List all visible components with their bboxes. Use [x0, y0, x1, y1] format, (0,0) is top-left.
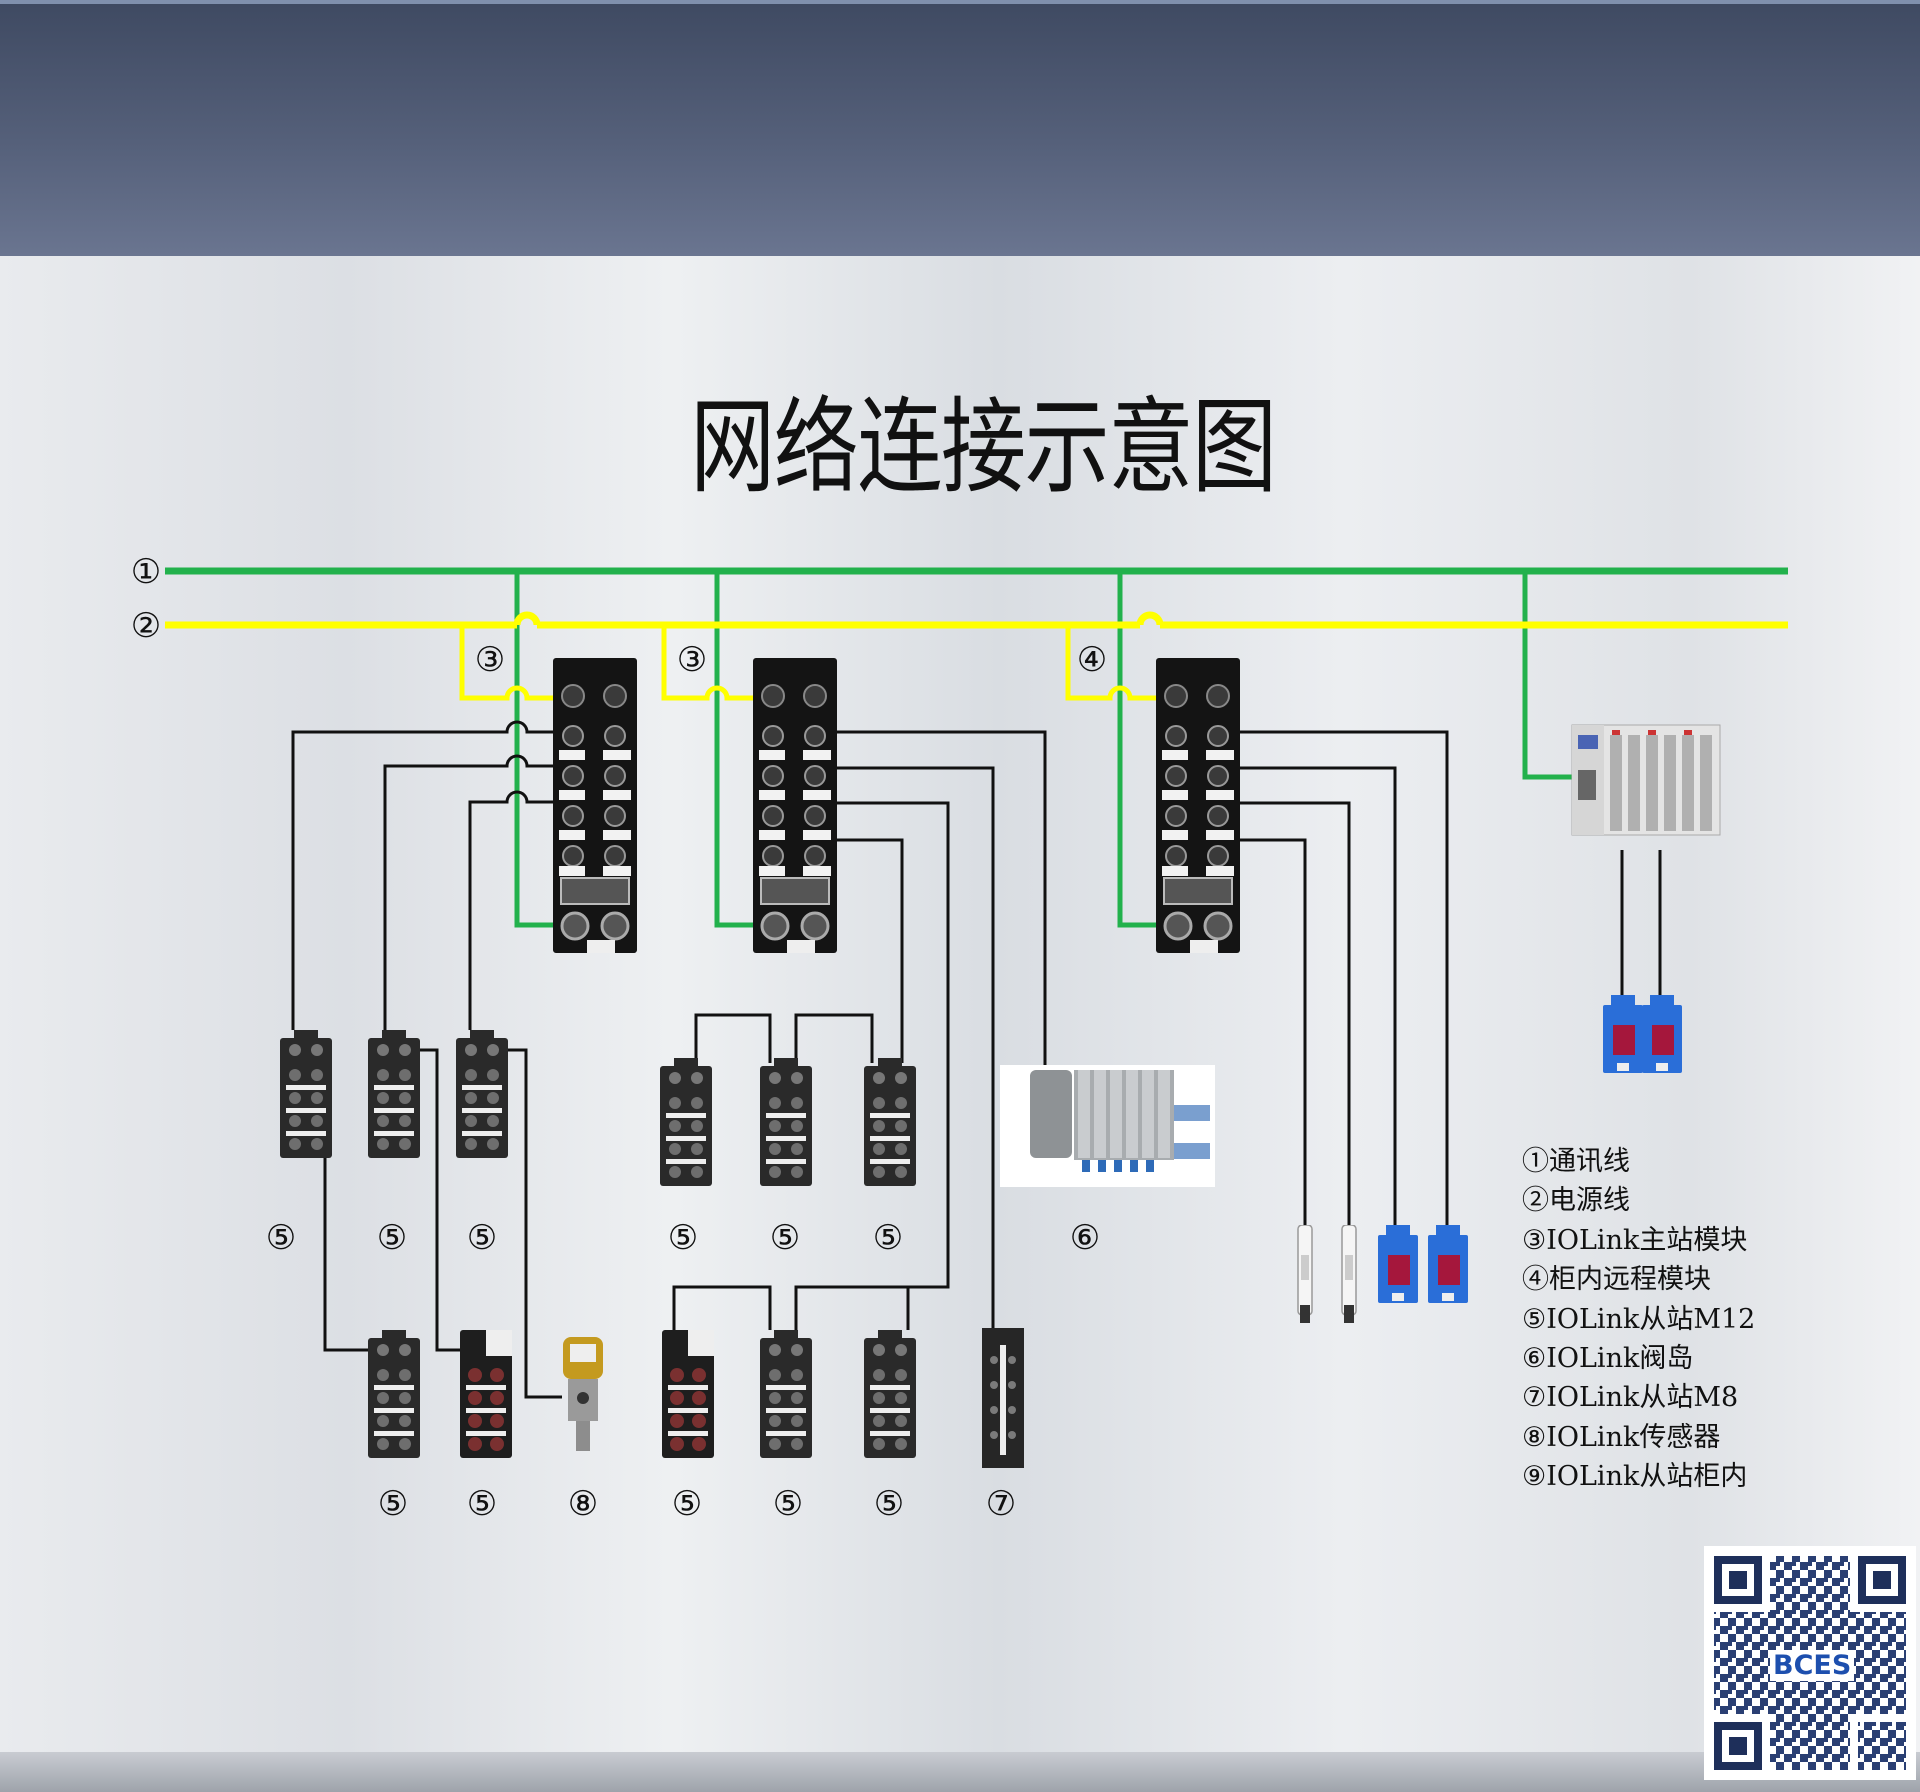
slave-m12-mid-bottom-3 [864, 1330, 916, 1458]
iolink-master-module-b [753, 658, 837, 953]
footer-strip [0, 1752, 1920, 1792]
legend-item: ⑦IOLink从站M8 [1522, 1382, 1739, 1414]
slave-m12-mid-bottom-2 [760, 1330, 812, 1458]
slave-label: ⑤ [467, 1218, 497, 1258]
sensor-label: ⑧ [568, 1484, 598, 1524]
legend-item: ④柜内远程模块 [1522, 1264, 1711, 1296]
legend-item: ③IOLink主站模块 [1522, 1224, 1748, 1256]
slave-label: ⑤ [873, 1218, 903, 1258]
slave-label: ⑤ [378, 1484, 408, 1524]
proximity-sensor-1 [1297, 1225, 1313, 1324]
slave-label: ⑤ [672, 1484, 702, 1524]
slave-m12-mid-bottom-1 [662, 1330, 714, 1458]
legend: ①通讯线 ②电源线 ③IOLink主站模块 ④柜内远程模块 ⑤IOLink从站M… [1522, 1142, 1755, 1497]
slave-label: ⑤ [874, 1484, 904, 1524]
cabinet-photo-sensor-1 [1603, 995, 1643, 1073]
slave-label: ⑤ [770, 1218, 800, 1258]
slave-m12-mid-top-3 [864, 1058, 916, 1186]
iolink-sensor-device [563, 1337, 603, 1451]
qr-code-icon: BCES [1704, 1546, 1916, 1780]
slave-label: ⑤ [773, 1484, 803, 1524]
master-b-label: ③ [677, 640, 707, 680]
slave-m12-bottom-2 [460, 1330, 512, 1458]
master-a-label: ③ [475, 640, 505, 680]
remote-cabinet-module [1156, 658, 1240, 953]
slave-label: ⑤ [377, 1218, 407, 1258]
header-banner [0, 0, 1920, 256]
slave-label: ⑤ [467, 1484, 497, 1524]
remote-module-label: ④ [1077, 640, 1107, 680]
slave-m12-mid-top-1 [660, 1058, 712, 1186]
power-line-marker: ② [131, 606, 161, 646]
iolink-valve-island [1000, 1065, 1215, 1187]
legend-item: ⑤IOLink从站M12 [1522, 1303, 1756, 1335]
slave-m8-label: ⑦ [986, 1484, 1016, 1524]
slave-m12-top-2 [368, 1030, 420, 1158]
slave-m12-top-1 [280, 1030, 332, 1158]
legend-item: ①通讯线 [1522, 1146, 1630, 1177]
photoelectric-sensor-1 [1378, 1225, 1418, 1303]
photoelectric-sensor-2 [1428, 1225, 1468, 1303]
cabinet-photo-sensor-2 [1642, 995, 1682, 1073]
signal-cables [291, 720, 1662, 1399]
cabinet-slave-rack [1571, 724, 1721, 836]
slave-label: ⑤ [668, 1218, 698, 1258]
power-bus-line [165, 611, 1788, 701]
iolink-master-module-a [553, 658, 637, 953]
legend-item: ⑧IOLink传感器 [1522, 1421, 1721, 1453]
brand-logo: BCES [1770, 1650, 1855, 1681]
iolink-slave-m8 [982, 1328, 1024, 1468]
slave-label: ⑤ [266, 1218, 296, 1258]
slave-m12-bottom-1 [368, 1330, 420, 1458]
proximity-sensor-2 [1341, 1225, 1357, 1324]
legend-item: ⑨IOLink从站柜内 [1522, 1461, 1748, 1493]
legend-item: ⑥IOLink阀岛 [1522, 1342, 1694, 1374]
valve-island-label: ⑥ [1070, 1218, 1100, 1258]
legend-item: ②电源线 [1522, 1185, 1630, 1217]
slave-m12-mid-top-2 [760, 1058, 812, 1186]
comm-line-marker: ① [131, 552, 161, 592]
slave-m12-top-3 [456, 1030, 508, 1158]
